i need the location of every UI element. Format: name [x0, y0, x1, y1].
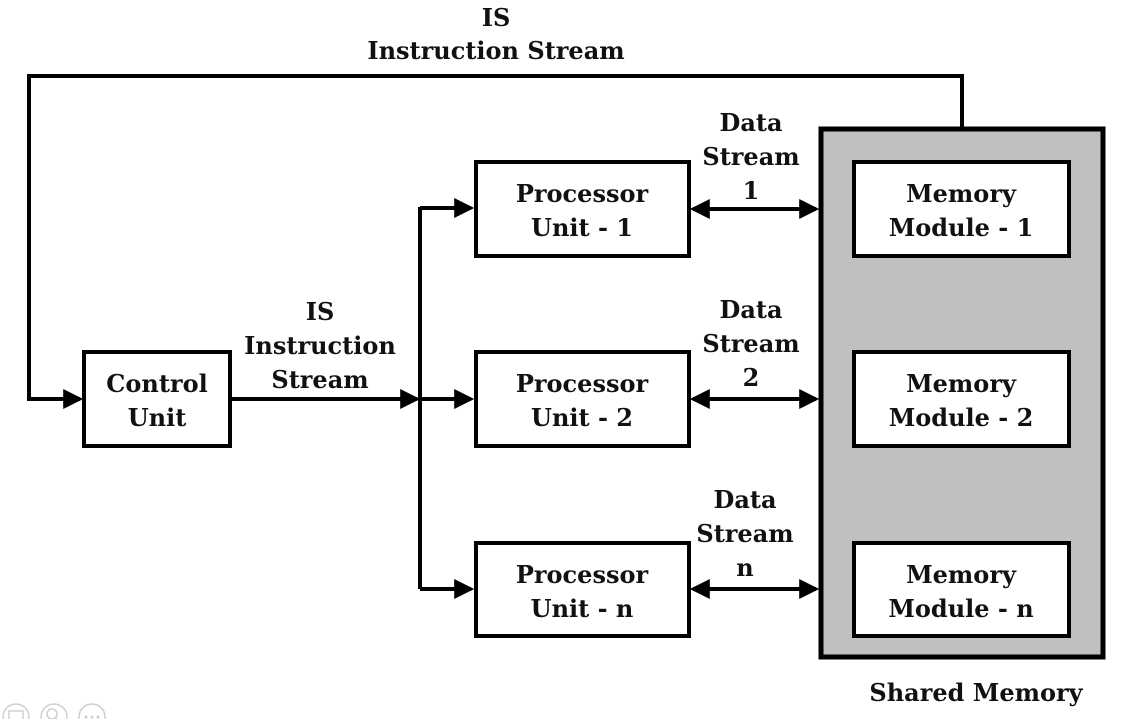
- memory-module-1-label-line2: Module - 1: [889, 213, 1034, 242]
- processor-unit-n-label-line2: Unit - n: [531, 594, 634, 623]
- data-stream-n-line2: Stream: [696, 519, 793, 548]
- memory-module-1-label-line1: Memory: [906, 179, 1017, 208]
- data-stream-1-label: Data Stream 1: [702, 108, 799, 205]
- data-stream-n-label: Data Stream n: [696, 485, 793, 582]
- processor-unit-2-label-line1: Processor: [516, 369, 649, 398]
- image-icon[interactable]: [2, 703, 30, 719]
- data-stream-1-line3: 1: [743, 176, 760, 205]
- processor-unit-1-label-line2: Unit - 1: [531, 213, 633, 242]
- control-unit-box: Control Unit: [82, 350, 232, 448]
- processor-unit-n-label-line1: Processor: [516, 560, 649, 589]
- more-icon[interactable]: [78, 703, 106, 719]
- processor-unit-n-box: Processor Unit - n: [474, 541, 691, 638]
- data-stream-n-line3: n: [736, 553, 753, 582]
- memory-module-n-label-line1: Memory: [906, 560, 1017, 589]
- memory-module-2-label-line2: Module - 2: [889, 403, 1034, 432]
- processor-unit-2-box: Processor Unit - 2: [474, 350, 691, 448]
- memory-module-2-label-line1: Memory: [906, 369, 1017, 398]
- processor-unit-1-box: Processor Unit - 1: [474, 160, 691, 258]
- control-unit-label-line1: Control: [106, 369, 207, 398]
- top-instruction-stream-line: [27, 74, 964, 409]
- data-stream-1-line1: Data: [720, 108, 783, 137]
- top-is-label: IS: [482, 3, 511, 32]
- memory-module-n-box: Memory Module - n: [852, 541, 1071, 638]
- search-icon[interactable]: [40, 703, 68, 719]
- top-instruction-stream-label: Instruction Stream: [367, 36, 624, 65]
- data-stream-1-line2: Stream: [702, 142, 799, 171]
- processor-unit-2-label-line2: Unit - 2: [531, 403, 633, 432]
- shared-memory-label: Shared Memory: [869, 678, 1083, 707]
- data-stream-2-line2: Stream: [702, 329, 799, 358]
- control-unit-label-line2: Unit: [128, 403, 187, 432]
- memory-module-1-box: Memory Module - 1: [852, 160, 1071, 258]
- data-stream-2-line1: Data: [720, 295, 783, 324]
- data-stream-n-line1: Data: [714, 485, 777, 514]
- processor-unit-1-label-line1: Processor: [516, 179, 649, 208]
- memory-module-n-label-line2: Module - n: [888, 594, 1033, 623]
- mid-instruction-label: Instruction: [244, 331, 396, 360]
- data-stream-2-line3: 2: [743, 363, 760, 392]
- mid-stream-label: Stream: [271, 365, 368, 394]
- memory-module-2-box: Memory Module - 2: [852, 350, 1071, 448]
- data-stream-2-label: Data Stream 2: [702, 295, 799, 392]
- mid-is-label: IS: [306, 297, 335, 326]
